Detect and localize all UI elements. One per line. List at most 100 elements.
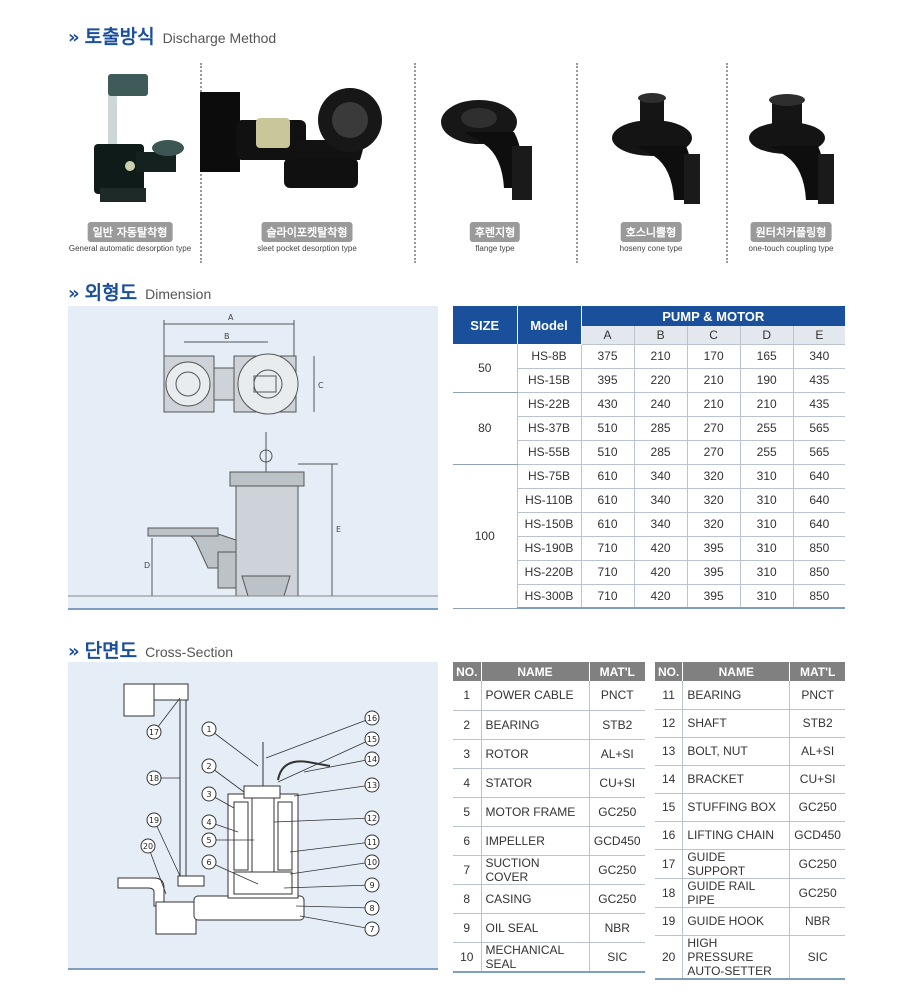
- model-cell: HS-150B: [517, 512, 582, 537]
- value-cell: 320: [687, 512, 741, 537]
- part-material: STB2: [589, 710, 645, 740]
- pump-auto-desorption-image: [94, 74, 184, 202]
- size-cell: 50: [453, 344, 518, 393]
- section-title-ko: 외형도: [84, 282, 138, 304]
- part-material: GC250: [789, 849, 845, 879]
- callout-circle: [146, 812, 162, 828]
- value-cell: 420: [634, 560, 688, 585]
- value-cell: 435: [793, 392, 845, 417]
- callout-circle: [140, 838, 156, 854]
- value-cell: 340: [634, 488, 688, 513]
- parts-name-header: NAME: [481, 662, 590, 681]
- callout-leader: [208, 861, 259, 885]
- callout-leader: [289, 861, 373, 875]
- value-cell: 395: [687, 584, 741, 609]
- dimension-column-header: A: [581, 326, 635, 345]
- size-cell: 100: [453, 464, 518, 609]
- callout-leader: [295, 905, 373, 909]
- part-name: MECHANICAL SEAL: [481, 942, 590, 973]
- divider: [414, 63, 416, 263]
- value-cell: 310: [740, 488, 794, 513]
- model-cell: HS-190B: [517, 536, 582, 561]
- callout-leader: [265, 717, 373, 759]
- part-number: 14: [655, 765, 684, 794]
- part-number: 16: [655, 821, 684, 850]
- part-material: SIC: [789, 935, 845, 980]
- callout-number: 6: [206, 858, 211, 867]
- section-title-dimension: » 외형도 Dimension: [68, 278, 211, 305]
- part-material: GC250: [589, 884, 645, 914]
- callout-circle: [364, 854, 380, 870]
- section-title-ko: 단면도: [84, 640, 138, 662]
- part-name: HIGH PRESSURE AUTO-SETTER: [682, 935, 791, 980]
- method-label-en: General automatic desorption type: [68, 244, 192, 253]
- part-name: SHAFT: [682, 709, 791, 738]
- model-cell: HS-75B: [517, 464, 582, 489]
- value-cell: 320: [687, 488, 741, 513]
- value-cell: 240: [634, 392, 688, 417]
- value-cell: 320: [687, 464, 741, 489]
- part-name: SUCTION COVER: [481, 855, 590, 885]
- method-label-ko: 슬라이포켓탈착형: [261, 222, 353, 242]
- pump-flange-image: [441, 100, 532, 200]
- callout-number: 2: [206, 762, 211, 771]
- callout-circle: [364, 921, 380, 937]
- dimension-column-header: D: [740, 326, 794, 345]
- value-cell: 310: [740, 584, 794, 609]
- value-cell: 170: [687, 344, 741, 369]
- parts-mat-header: MAT'L: [589, 662, 645, 681]
- value-cell: 420: [634, 584, 688, 609]
- value-cell: 190: [740, 368, 794, 393]
- part-material: CU+SI: [589, 768, 645, 798]
- value-cell: 565: [793, 416, 845, 441]
- method-label-en: one-touch coupling type: [748, 244, 834, 253]
- value-cell: 510: [581, 440, 635, 465]
- dimension-drawing: A B C D E: [68, 313, 438, 597]
- value-cell: 710: [581, 536, 635, 561]
- value-cell: 640: [793, 512, 845, 537]
- part-number: 10: [453, 942, 482, 973]
- part-material: GC250: [789, 878, 845, 908]
- callout-number: 1: [206, 725, 211, 734]
- part-material: NBR: [789, 907, 845, 936]
- value-cell: 310: [740, 512, 794, 537]
- callout-number: 7: [369, 925, 374, 934]
- value-cell: 255: [740, 440, 794, 465]
- value-cell: 285: [634, 416, 688, 441]
- part-number: 9: [453, 913, 482, 943]
- part-name: OIL SEAL: [481, 913, 590, 943]
- dimension-label-d: D: [144, 561, 150, 570]
- part-number: 3: [453, 739, 482, 769]
- dimension-label-a: A: [228, 313, 234, 322]
- method-label-ko: 호스니쁠형: [620, 222, 682, 242]
- callout-number: 15: [367, 735, 377, 744]
- callout-leader: [299, 915, 373, 930]
- method-label-en: hoseny cone type: [619, 244, 683, 253]
- callout-number: 8: [369, 904, 374, 913]
- divider: [726, 63, 728, 263]
- model-header: Model: [517, 306, 582, 344]
- part-name: STUFFING BOX: [682, 793, 791, 822]
- part-name: ROTOR: [481, 739, 590, 769]
- callout-circle: [201, 758, 217, 774]
- part-material: GC250: [589, 797, 645, 827]
- size-header: SIZE: [453, 306, 518, 344]
- value-cell: 420: [634, 536, 688, 561]
- method-card: 원터치커플링형 one-touch coupling type: [726, 60, 856, 265]
- value-cell: 435: [793, 368, 845, 393]
- value-cell: 255: [740, 416, 794, 441]
- callout-number: 19: [149, 816, 159, 825]
- section-title-en: Cross-Section: [145, 644, 234, 660]
- callout-leader: [293, 784, 373, 797]
